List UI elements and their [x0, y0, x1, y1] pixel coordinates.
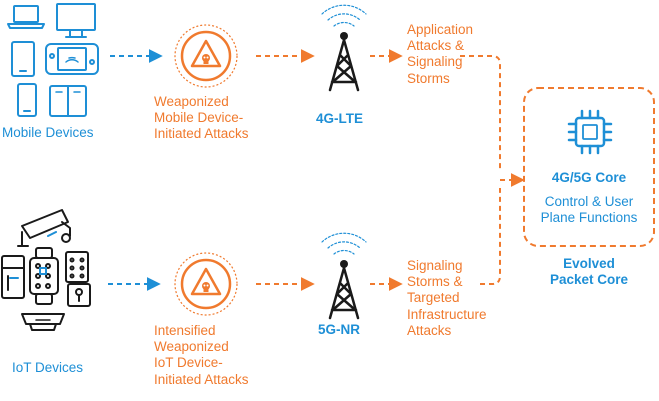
- label-line: Attacks: [407, 322, 452, 338]
- mobile-devices-group: [7, 3, 99, 117]
- label-line: Storms &: [407, 274, 463, 290]
- iot-accent-blue: [9, 231, 57, 279]
- appliance-icon: [1, 255, 25, 299]
- label-line: Packet Core: [549, 272, 629, 288]
- core-box: [523, 87, 655, 247]
- connector-bottom: [480, 188, 501, 285]
- monitor-icon: [56, 3, 96, 38]
- label-line: Mobile Device-: [154, 110, 244, 126]
- connector-top: [460, 55, 501, 172]
- iot-devices-label: IoT Devices: [12, 360, 84, 375]
- label-line: Control & User: [544, 194, 634, 209]
- label-line: Storms: [407, 70, 450, 86]
- label-line: Application: [407, 22, 474, 37]
- game-console-icon: [45, 43, 99, 75]
- label-line: Infrastructure: [407, 306, 487, 322]
- skull-warning-icon: [174, 252, 238, 316]
- core-caption: Evolved Packet Core: [524, 256, 654, 288]
- core-subtitle: Control & User Plane Functions: [524, 194, 654, 226]
- chip-icon: [567, 109, 613, 155]
- iot-attack-label: Intensified Weaponized IoT Device- Initi…: [154, 323, 249, 388]
- skull-warning-icon: [174, 24, 238, 88]
- mobile-attack-label: Weaponized Mobile Device- Initiated Atta…: [154, 94, 249, 143]
- foldable-phone-icon: [49, 85, 87, 117]
- label-line: Initiated Attacks: [154, 126, 249, 142]
- nr-network-label: 5G-NR: [318, 322, 361, 337]
- label-line: Targeted: [407, 290, 460, 306]
- smoke-detector-icon: [21, 313, 65, 331]
- label-line: Weaponized: [154, 339, 229, 355]
- core-title: 4G/5G Core: [551, 170, 627, 185]
- label-line: Signaling: [407, 258, 463, 273]
- cell-tower-icon: [321, 4, 367, 92]
- mobile-devices-label: Mobile Devices: [2, 125, 94, 140]
- phone-icon: [17, 83, 37, 117]
- label-line: Weaponized: [154, 94, 229, 109]
- label-line: Evolved: [563, 256, 615, 271]
- label-line: Intensified: [154, 323, 216, 338]
- keypad-lock-icon: [65, 251, 89, 283]
- lte-threat-label: Application Attacks & Signaling Storms: [407, 22, 473, 87]
- security-camera-icon: [17, 209, 71, 247]
- label-line: Plane Functions: [540, 210, 638, 226]
- cell-tower-icon: [321, 232, 367, 320]
- label-line: Attacks &: [407, 38, 465, 54]
- label-line: Initiated Attacks: [154, 371, 249, 387]
- door-lock-icon: [67, 283, 91, 307]
- label-line: Signaling: [407, 54, 463, 70]
- nr-threat-label: Signaling Storms & Targeted Infrastructu…: [407, 258, 487, 339]
- iot-devices-group: [1, 209, 91, 331]
- tablet-icon: [11, 41, 35, 77]
- laptop-icon: [7, 5, 45, 29]
- lte-network-label: 4G-LTE: [316, 111, 363, 126]
- label-line: IoT Device-: [154, 355, 223, 371]
- smartwatch-icon: [29, 247, 59, 305]
